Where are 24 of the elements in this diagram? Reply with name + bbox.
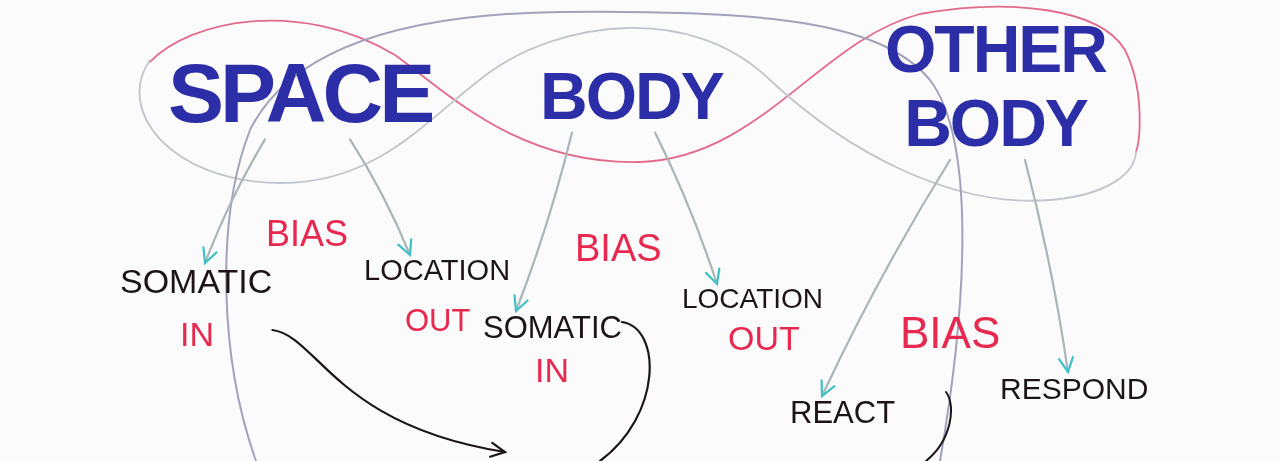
- qualifier-text: OUT: [728, 319, 800, 358]
- concept-heading: SPACE: [168, 47, 432, 140]
- qualifier-text: IN: [535, 352, 569, 390]
- bias-label: BIAS: [900, 311, 1001, 355]
- arrow: [1023, 158, 1074, 374]
- qualifier-text: OUT: [405, 303, 471, 338]
- connector-line: [598, 320, 651, 461]
- term-text: REACT: [790, 396, 896, 431]
- arrow: [348, 138, 413, 257]
- arrow: [271, 328, 507, 458]
- term-text: SOMATIC: [483, 311, 622, 346]
- arrow: [653, 131, 721, 286]
- bias-label: BIAS: [266, 216, 349, 252]
- arrow: [202, 138, 267, 265]
- term-text: SOMATIC: [120, 263, 273, 301]
- arrow: [513, 131, 574, 313]
- qualifier-text: IN: [180, 316, 214, 354]
- arrow: [820, 158, 952, 398]
- bias-label: BIAS: [575, 229, 662, 267]
- concept-heading: OTHER BODY: [878, 12, 1113, 160]
- term-text: LOCATION: [682, 284, 824, 315]
- term-text: RESPOND: [1000, 372, 1149, 405]
- term-text: LOCATION: [364, 255, 511, 287]
- concept-heading: BODY: [540, 60, 723, 133]
